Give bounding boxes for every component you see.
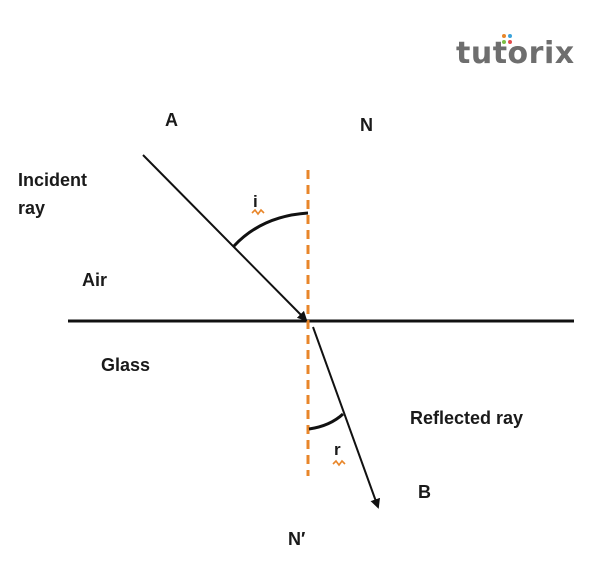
label-point-n-prime: N′: [288, 529, 306, 549]
label-air: Air: [82, 270, 108, 290]
label-reflected-ray: Reflected ray: [410, 408, 524, 428]
incident-ray: [142, 154, 308, 322]
label-point-n: N: [360, 115, 373, 135]
logo-text: tutorix: [456, 36, 575, 71]
label-incident-line1: Incident: [18, 170, 88, 190]
tutorix-logo: tutorix: [456, 34, 575, 74]
label-incident-line2: ray: [18, 198, 46, 218]
refracted-ray: [312, 326, 380, 509]
label-glass: Glass: [101, 355, 151, 375]
label-angle-r: r: [334, 440, 341, 459]
label-point-b: B: [418, 482, 431, 502]
logo-dots-icon: [502, 34, 516, 44]
label-angle-i: i: [253, 192, 258, 211]
angle-i-arc: [232, 211, 309, 248]
label-point-a: A: [165, 110, 178, 130]
angle-r-arc: [308, 412, 345, 431]
angle-r-squiggle: [332, 459, 346, 467]
angle-i-squiggle: [251, 208, 265, 216]
